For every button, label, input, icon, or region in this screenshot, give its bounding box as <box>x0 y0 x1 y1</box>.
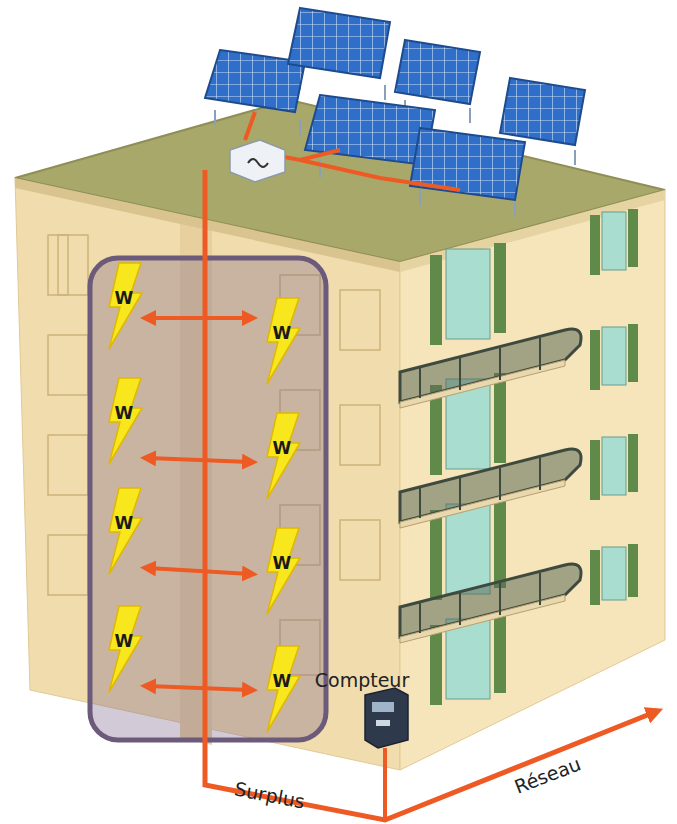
watt-symbol: W <box>115 515 134 532</box>
watt-symbol: W <box>273 325 292 342</box>
balconies <box>400 329 581 643</box>
right-wall <box>400 190 665 770</box>
watt-symbol: W <box>273 673 292 690</box>
meter-symbol <box>365 688 408 748</box>
main-wire <box>205 170 655 820</box>
solar-panels <box>205 8 585 215</box>
consumption-zone <box>90 258 326 740</box>
watt-symbol: W <box>273 555 292 572</box>
surplus-label: Surplus <box>233 779 307 811</box>
meter-label: Compteur <box>315 671 409 690</box>
power-bolts <box>109 263 300 732</box>
meter-wire <box>383 748 387 820</box>
grid-label: Réseau <box>512 754 584 797</box>
exchange-arrows <box>148 318 250 690</box>
watt-symbol: W <box>273 440 292 457</box>
watt-symbol: W <box>115 290 134 307</box>
watt-symbol: W <box>115 405 134 422</box>
inverter <box>230 140 285 182</box>
watt-symbol: W <box>115 633 134 650</box>
